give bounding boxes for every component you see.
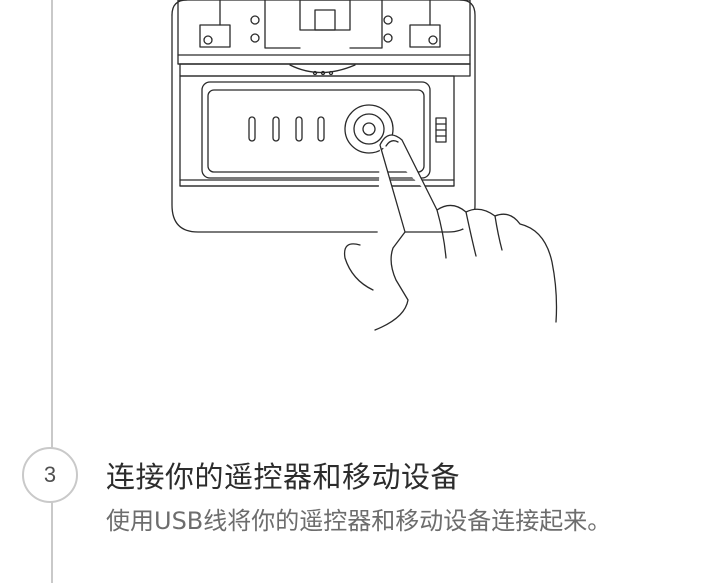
step-description: 使用USB线将你的遥控器和移动设备连接起来。 (106, 507, 612, 535)
step-number: 3 (43, 462, 57, 487)
step-number-marker: 3 (22, 447, 78, 503)
timeline-line (51, 0, 53, 583)
step-title: 连接你的遥控器和移动设备 (106, 460, 461, 494)
port-panel (201, 81, 431, 179)
power-button (344, 104, 394, 154)
remote-controller-illustration (171, 0, 558, 331)
